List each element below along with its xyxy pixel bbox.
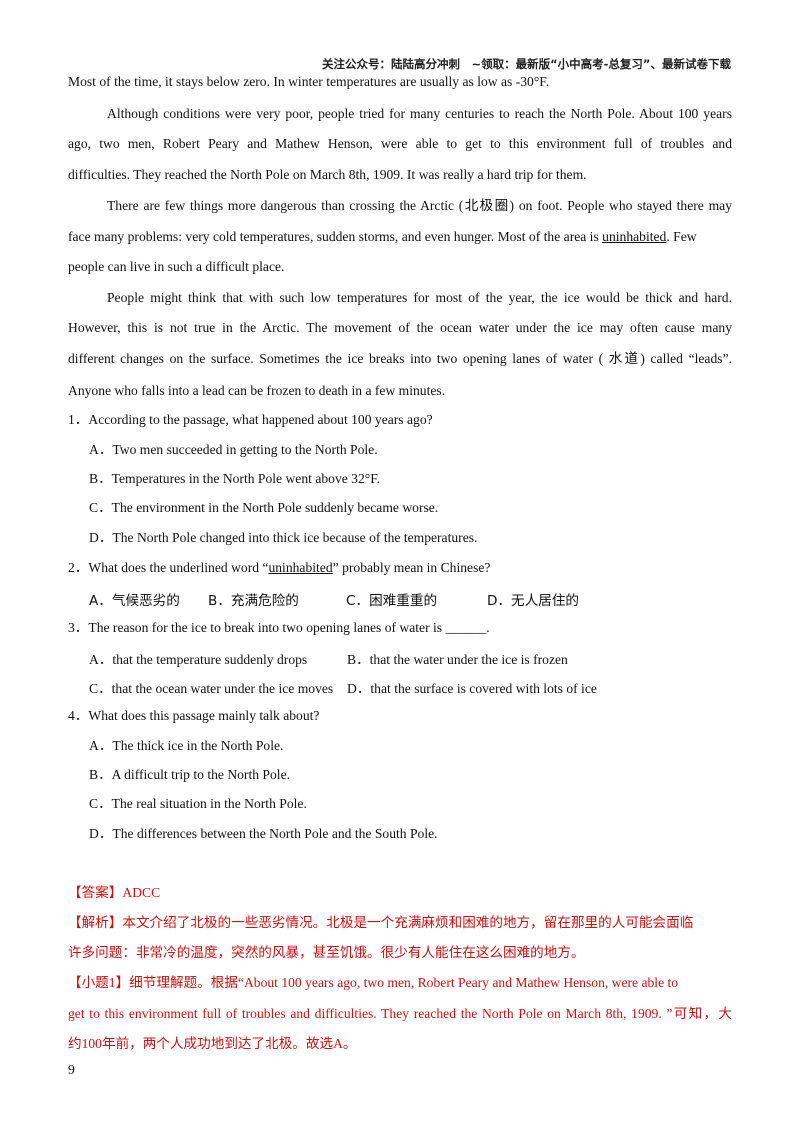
option: D．The differences between the North Pole… xyxy=(89,826,438,841)
option: A．气候恶劣的 xyxy=(89,593,180,609)
passage-line: difficulties. They reached the North Pol… xyxy=(68,167,587,182)
option: A．The thick ice in the North Pole. xyxy=(89,738,284,753)
underlined-word: uninhabited xyxy=(268,560,333,575)
option: C．困难重重的 xyxy=(346,593,438,609)
passage-line: People might think that with such low te… xyxy=(107,290,732,305)
explanation-line: 【小题1】细节理解题。根据“About 100 years ago, two m… xyxy=(68,975,679,990)
text-run: . Few xyxy=(666,229,697,244)
option: B．A difficult trip to the North Pole. xyxy=(89,767,290,782)
answer-key: 【答案】ADCC xyxy=(68,885,161,900)
analysis-line: 许多问题：非常冷的温度，突然的风暴，甚至饥饿。很少有人能住在这么困难的地方。 xyxy=(68,945,585,960)
passage-line: There are few things more dangerous than… xyxy=(107,198,732,213)
option: B．充满危险的 xyxy=(208,593,299,609)
passage-line: Anyone who falls into a lead can be froz… xyxy=(68,383,446,398)
option: C．that the ocean water under the ice mov… xyxy=(89,681,334,696)
option: B．Temperatures in the North Pole went ab… xyxy=(89,471,381,486)
option: D．无人居住的 xyxy=(487,593,580,609)
explanation-line: get to this environment full of troubles… xyxy=(68,1006,732,1021)
passage-line: Although conditions were very poor, peop… xyxy=(107,106,732,121)
question-4: 4．What does this passage mainly talk abo… xyxy=(68,708,320,723)
passage-line: people can live in such a difficult plac… xyxy=(68,259,285,274)
option: C．The environment in the North Pole sudd… xyxy=(89,500,439,515)
option: D．The North Pole changed into thick ice … xyxy=(89,530,478,545)
passage-line: ago, two men, Robert Peary and Mathew He… xyxy=(68,136,732,151)
page-number: 9 xyxy=(68,1062,75,1077)
text-run: 2．What does the underlined word “ xyxy=(68,560,269,575)
option: B．that the water under the ice is frozen xyxy=(347,652,568,667)
page-header: 关注公众号：陆陆高分冲刺 ~领取：最新版“小中高考-总复习”、最新试卷下载 xyxy=(321,57,731,71)
question-2: 2．What does the underlined word “uninhab… xyxy=(68,558,732,578)
option: A．that the temperature suddenly drops xyxy=(89,652,308,667)
underlined-word: uninhabited xyxy=(602,229,667,244)
passage-line: Most of the time, it stays below zero. I… xyxy=(68,74,550,89)
option: C．The real situation in the North Pole. xyxy=(89,796,307,811)
option: D．that the surface is covered with lots … xyxy=(347,681,597,696)
analysis-line: 【解析】本文介绍了北极的一些恶劣情况。北极是一个充满麻烦和困难的地方，留在那里的… xyxy=(68,915,694,930)
explanation-line: 约100年前，两个人成功地到达了北极。故选A。 xyxy=(68,1036,357,1051)
question-3: 3．The reason for the ice to break into t… xyxy=(68,620,490,635)
text-run: ” probably mean in Chinese? xyxy=(332,560,491,575)
text-run: face many problems: very cold temperatur… xyxy=(68,229,603,244)
question-1: 1．According to the passage, what happene… xyxy=(68,412,433,427)
passage-line: different changes on the surface. Someti… xyxy=(68,351,732,366)
option: A．Two men succeeded in getting to the No… xyxy=(89,442,378,457)
passage-line: However, this is not true in the Arctic.… xyxy=(68,320,732,335)
passage-line: face many problems: very cold temperatur… xyxy=(68,227,732,247)
